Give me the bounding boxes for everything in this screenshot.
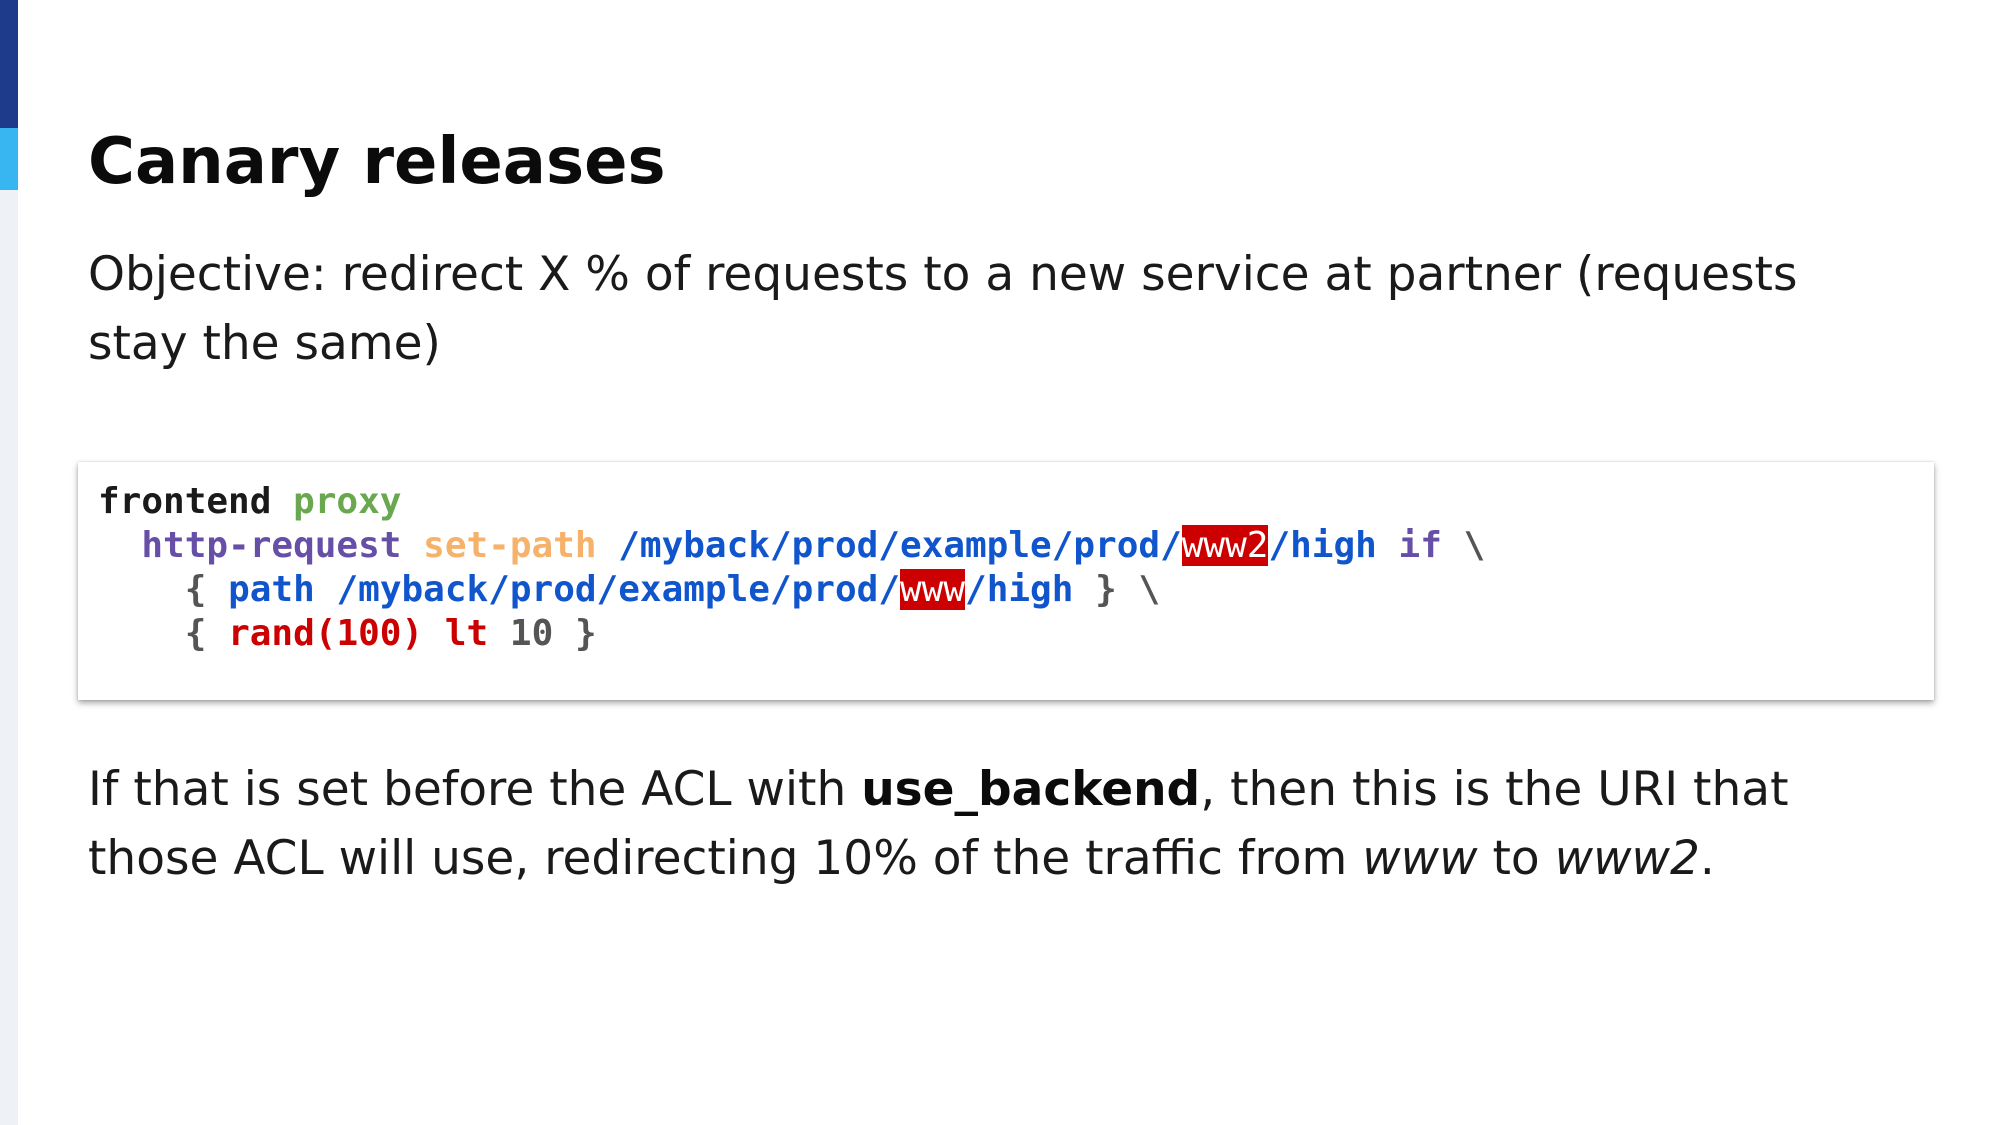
note-italic-www: www [1362,831,1478,886]
slide-title: Canary releases [88,125,666,199]
note-part-1: If that is set before the ACL with [88,762,862,817]
code-brace-open: { [184,613,207,654]
explanation-text: If that is set before the ACL with use_b… [88,755,1908,893]
note-italic-www2: www2 [1554,831,1700,886]
code-highlight-www2: www2 [1181,525,1269,566]
code-indent [98,525,141,566]
code-block: frontend proxy http-request set-path /my… [78,462,1934,700]
code-line-continuation: \ [1138,569,1161,610]
code-lt-operator: lt [444,613,489,654]
code-indent [98,569,185,610]
side-accent-strip [0,0,18,1125]
note-part-4: . [1699,831,1715,886]
code-brace-close: } [1095,569,1117,610]
code-rand-function: rand(100) [228,613,424,654]
code-http-request: http-request [141,525,402,566]
code-content: frontend proxy http-request set-path /my… [98,480,1914,656]
code-number: 10 [509,613,554,654]
accent-bar-light [0,128,18,190]
code-line-continuation: \ [1463,525,1486,566]
objective-text: Objective: redirect X % of requests to a… [88,247,1798,371]
note-part-2: , then this is the URI that those ACL wi… [88,762,1789,886]
code-path-suffix: /high [965,569,1074,610]
code-indent [98,613,185,654]
note-bold-use-backend: use_backend [861,762,1201,817]
code-path-suffix: /high [1268,525,1377,566]
code-path-keyword: path [228,569,315,610]
code-path-prefix: /myback/prod/example/prod/ [336,569,900,610]
code-path-prefix: /myback/prod/example/prod/ [618,525,1182,566]
accent-bar-dark [0,0,18,128]
code-set-path: set-path [423,525,597,566]
code-frontend-keyword: frontend [98,481,272,522]
note-part-3: to [1477,831,1555,886]
code-brace-open: { [184,569,207,610]
code-proxy-name: proxy [293,481,402,522]
code-brace-close: } [574,613,597,654]
code-if-keyword: if [1398,525,1442,566]
code-highlight-www: www [900,569,966,610]
